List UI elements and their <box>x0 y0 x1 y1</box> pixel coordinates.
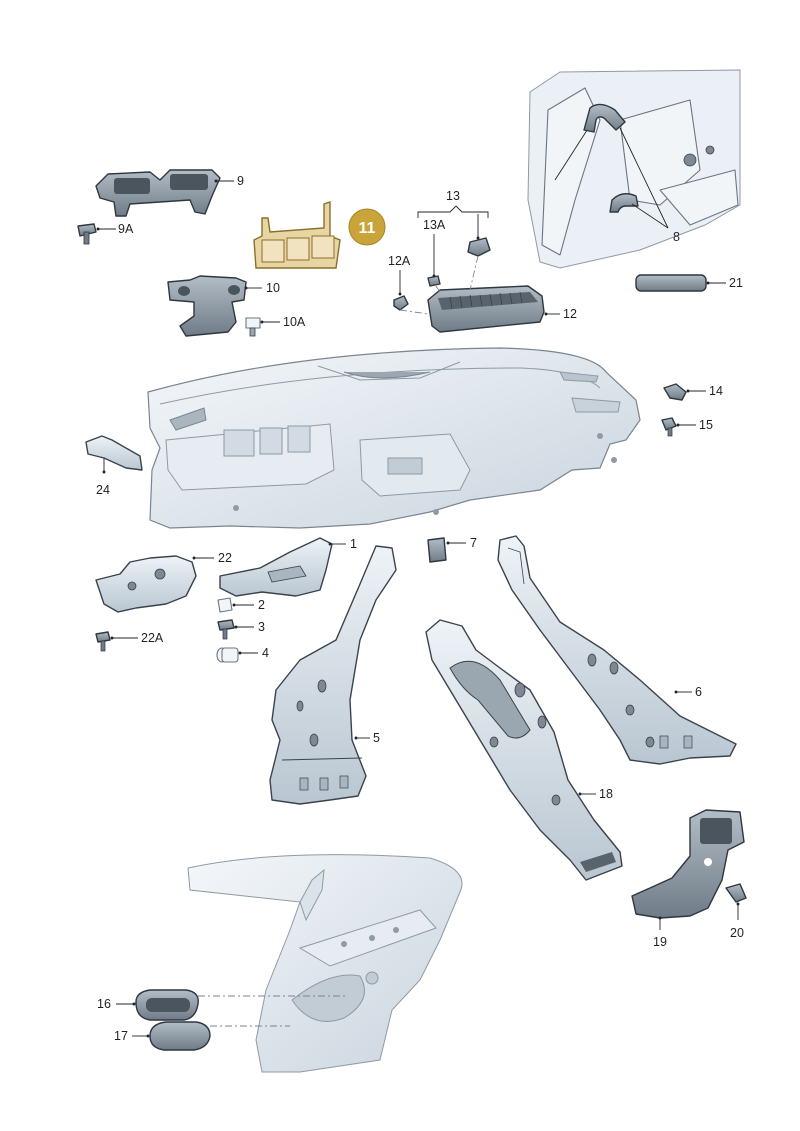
callout-8: 8 <box>619 127 680 244</box>
callout-1: 1 <box>328 537 357 551</box>
part-9-vent <box>95 169 221 217</box>
part-12a-clip <box>393 295 429 315</box>
callout-5: 5 <box>354 731 380 745</box>
callout-6: 6 <box>674 685 702 699</box>
callout-13a: 13A <box>423 218 446 278</box>
callout-6-label: 6 <box>695 685 702 699</box>
dashboard-panel <box>147 347 641 529</box>
callout-17: 17 <box>114 1029 150 1043</box>
callout-12-label: 12 <box>563 307 577 321</box>
part-14-clip <box>663 383 687 401</box>
part-16-rear-vent <box>135 989 346 1021</box>
callout-2: 2 <box>232 598 265 612</box>
rear-seat-context <box>187 854 463 1073</box>
part-13-sensor <box>427 237 491 293</box>
callout-10a: 10A <box>260 315 306 329</box>
callout-13: 13 <box>417 189 489 240</box>
callout-4-label: 4 <box>262 646 269 660</box>
part-10a-screw <box>245 317 261 337</box>
callout-10a-label: 10A <box>283 315 306 329</box>
part-18-duct <box>425 619 623 881</box>
part-24-bracket: 24 <box>85 435 143 497</box>
part-10-duct <box>167 275 247 337</box>
callout-17-label: 17 <box>114 1029 128 1043</box>
callout-9a: 9A <box>96 222 134 236</box>
callout-7: 7 <box>446 536 477 550</box>
callout-11-label: 11 <box>359 220 376 237</box>
callout-18-label: 18 <box>599 787 613 801</box>
callout-15-label: 15 <box>699 418 713 432</box>
part-17-rear-cover <box>149 1021 290 1051</box>
part-15-screw <box>661 417 677 437</box>
callout-22-label: 22 <box>218 551 232 565</box>
callout-12a-label: 12A <box>388 254 411 268</box>
callout-22a-label: 22A <box>141 631 164 645</box>
callout-21: 21 <box>706 276 743 290</box>
callout-18: 18 <box>578 787 613 801</box>
callout-11-badge: 11 <box>348 208 386 246</box>
callout-21-label: 21 <box>729 276 743 290</box>
callout-22a: 22A <box>110 631 164 645</box>
part-11-highlighted <box>253 201 341 269</box>
callout-20: 20 <box>730 902 744 940</box>
callout-15: 15 <box>676 418 713 432</box>
callout-9-label: 9 <box>237 174 244 188</box>
callout-3-label: 3 <box>258 620 265 634</box>
callout-10: 10 <box>244 281 280 295</box>
callout-19: 19 <box>653 916 667 949</box>
part-3-screw <box>217 619 235 640</box>
part-9a-screw <box>77 223 97 245</box>
callout-9a-label: 9A <box>118 222 134 236</box>
callout-9: 9 <box>214 174 244 188</box>
callout-14-label: 14 <box>709 384 723 398</box>
part-20-clip <box>725 883 747 903</box>
part-21-strip <box>635 274 707 292</box>
callout-22: 22 <box>192 551 232 565</box>
callout-7-label: 7 <box>470 536 477 550</box>
part-2-clip <box>217 597 233 613</box>
part-1-channel <box>219 537 333 597</box>
part-4-plug <box>216 647 239 663</box>
callout-1-label: 1 <box>350 537 357 551</box>
callout-19-label: 19 <box>653 935 667 949</box>
part-22-bracket <box>95 555 197 613</box>
part-19-vent-duct <box>631 809 745 919</box>
callout-4: 4 <box>238 646 269 660</box>
part-6-duct <box>497 535 737 765</box>
part-5-duct <box>269 545 397 805</box>
callout-24-label: 24 <box>96 483 110 497</box>
callout-3: 3 <box>234 620 265 634</box>
callout-13a-label: 13A <box>423 218 446 232</box>
callout-2-label: 2 <box>258 598 265 612</box>
inset-interior-view <box>527 69 741 269</box>
part-12-speaker-grille <box>427 285 545 333</box>
callout-16-label: 16 <box>97 997 111 1011</box>
callout-16: 16 <box>97 997 136 1011</box>
callout-12: 12 <box>544 307 577 321</box>
callout-12a: 12A <box>388 254 411 296</box>
part-22a-screw <box>95 631 111 652</box>
callout-10-label: 10 <box>266 281 280 295</box>
callout-5-label: 5 <box>373 731 380 745</box>
callout-8-label: 8 <box>673 230 680 244</box>
callout-20-label: 20 <box>730 926 744 940</box>
callout-13-label: 13 <box>446 189 460 203</box>
part-7-cap <box>427 537 447 563</box>
callout-14: 14 <box>686 384 723 398</box>
